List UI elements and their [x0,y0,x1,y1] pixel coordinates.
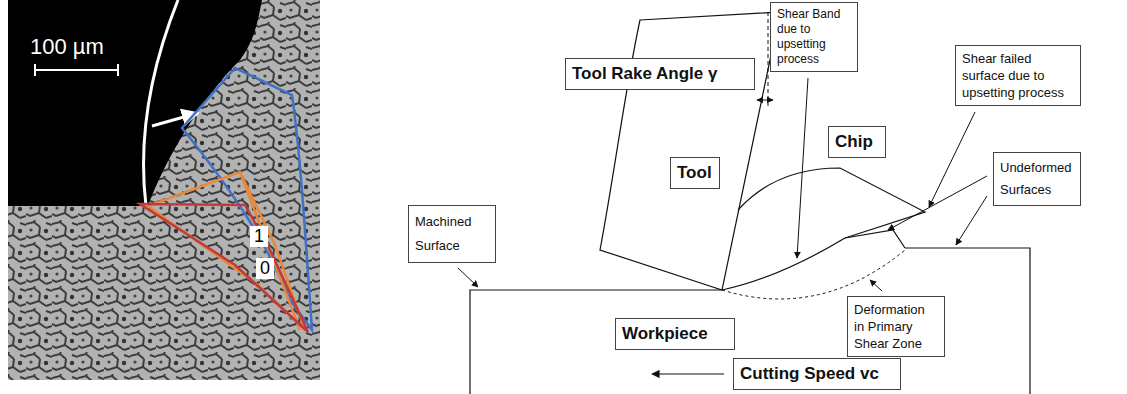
box-text: Tool [677,162,713,184]
part-label-box: Tool [670,157,720,189]
part-label-box: Workpiece [615,318,735,350]
scale-bar-tick [117,64,119,76]
zone-outline-red [140,204,308,332]
leader-line [797,78,808,258]
leader-line [956,196,987,245]
box-text: Undeformed Surfaces [1000,157,1074,201]
part-label-box: Chip [828,126,886,158]
part-label-box: Cutting Speed vc [733,358,901,390]
micrograph-background [8,0,320,380]
angle-mark [757,100,773,101]
primary-shear-zone [722,250,905,299]
box-text: Shear failed surface due to upsetting pr… [962,50,1074,101]
box-text: Machined Surface [415,210,489,258]
chip-outline [738,168,925,238]
scale-bar-tick [34,64,36,76]
zone-outline-blue [182,68,312,330]
leader-line [870,280,882,291]
leader-line [929,112,975,207]
scale-label: 100 µm [30,34,104,60]
box-text: Workpiece [622,323,728,345]
annotation-box: Shear failed surface due to upsetting pr… [955,45,1081,106]
tool-shape [600,12,780,290]
annotation-box: Deformation in Primary Shear Zone [847,296,945,357]
annotation-box: Shear Band due to upsetting process [770,2,858,72]
heading-box: Tool Rake Angle γ [565,58,755,90]
callout-number: 0 [256,258,274,279]
callout-number: 1 [250,226,268,247]
box-text: Tool Rake Angle γ [572,63,748,85]
box-text: Cutting Speed vc [740,363,894,385]
shear-band [722,238,845,290]
scale-bar [35,69,118,71]
box-text: Shear Band due to upsetting process [777,7,851,67]
tool-outline [144,0,178,206]
annotation-box: Machined Surface [408,205,496,263]
box-text: Deformation in Primary Shear Zone [854,301,938,352]
annotation-box: Undeformed Surfaces [993,152,1081,206]
reference-line [768,12,769,106]
speed-arrow [652,373,724,374]
leader-line [888,176,987,230]
micrograph-material [8,0,320,380]
undeformed-surface [845,230,905,248]
leader-line [458,268,478,287]
box-text: Chip [835,131,879,153]
